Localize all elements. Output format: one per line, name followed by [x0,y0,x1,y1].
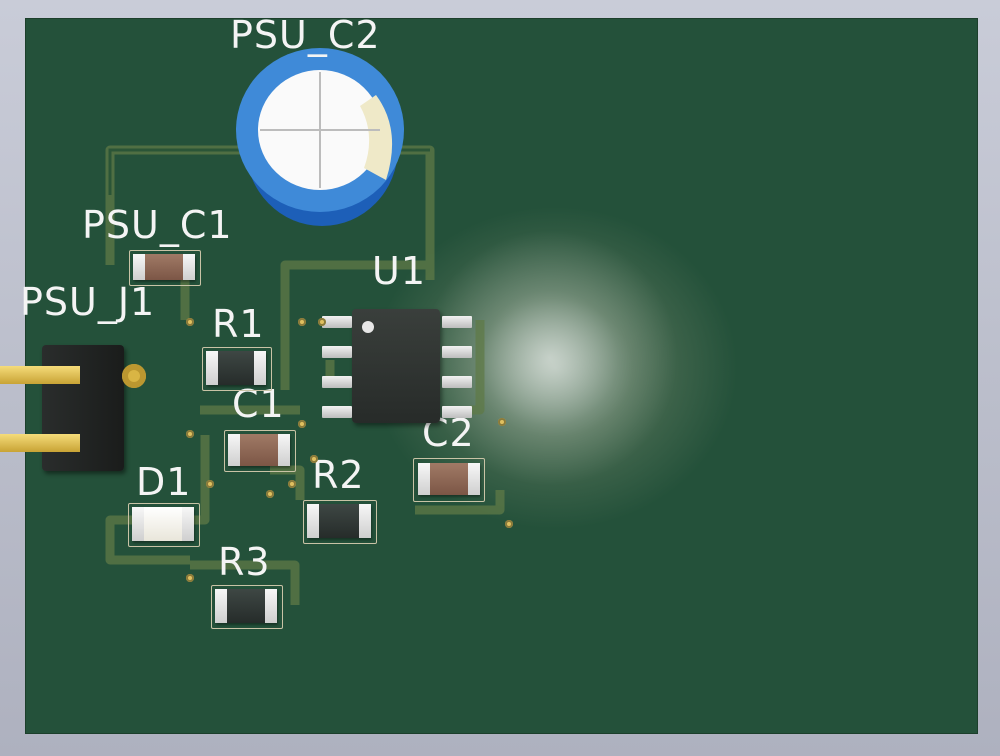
header-pin [0,434,80,452]
pad [307,504,319,538]
ref-psu-c1: PSU_C1 [82,203,233,247]
footprint-outline [413,458,485,502]
pad [182,507,194,541]
smd-led-d1[interactable] [132,507,194,541]
capacitor-body [240,434,278,466]
pad [133,254,145,280]
smd-resistor-r1[interactable] [206,351,266,385]
ref-c1: C1 [232,382,285,426]
pad [132,507,144,541]
via [186,318,194,326]
ic-pin [442,316,472,328]
pad [183,254,195,280]
header-housing [42,345,124,471]
footprint-outline [129,250,201,286]
footprint-outline [128,503,200,547]
footprint-outline [211,585,283,629]
ref-r3: R3 [218,540,271,584]
pin-header-psu-j1[interactable] [0,340,150,480]
capacitor-can-icon [236,48,404,226]
pad [228,434,240,466]
ic-pin [322,346,352,358]
via [298,318,306,326]
via [266,490,274,498]
smd-capacitor-psu-c1[interactable] [133,254,195,280]
ic-pin [322,316,352,328]
via [288,480,296,488]
header-pin [0,366,80,384]
via [206,480,214,488]
via [298,420,306,428]
pin1-marker [362,321,374,333]
ref-r1: R1 [212,302,265,346]
ref-r2: R2 [312,453,365,497]
ic-pin [322,406,352,418]
ic-pin [442,376,472,388]
pad [254,351,266,385]
capacitor-body [430,463,468,495]
pad [278,434,290,466]
pcb-board [25,18,978,734]
smd-resistor-r3[interactable] [215,589,277,623]
ref-psu-j1: PSU_J1 [20,280,156,324]
electrolytic-capacitor-psu-c2[interactable] [236,40,414,232]
ic-pin [442,406,472,418]
resistor-body [218,351,254,385]
pad [265,589,277,623]
pad [215,589,227,623]
ref-u1: U1 [372,249,426,293]
ic-pin [322,376,352,388]
footprint-outline [303,500,377,544]
via [505,520,513,528]
pad [206,351,218,385]
ic-u1[interactable] [352,309,440,423]
led-body [144,507,182,541]
smd-resistor-r2[interactable] [307,504,371,538]
via [498,418,506,426]
smd-capacitor-c2[interactable] [418,463,480,495]
via [310,455,318,463]
ic-pin [442,346,472,358]
pad [359,504,371,538]
via [186,574,194,582]
via [186,430,194,438]
pad [468,463,480,495]
footprint-outline [224,430,296,472]
ref-d1: D1 [136,460,192,504]
smd-capacitor-c1[interactable] [228,434,290,466]
capacitor-body [145,254,183,280]
ref-psu-c2: PSU_C2 [230,13,381,57]
resistor-body [227,589,265,623]
pad [418,463,430,495]
footprint-outline [202,347,272,391]
resistor-body [319,504,359,538]
through-hole-pad [122,364,146,388]
via [318,318,326,326]
